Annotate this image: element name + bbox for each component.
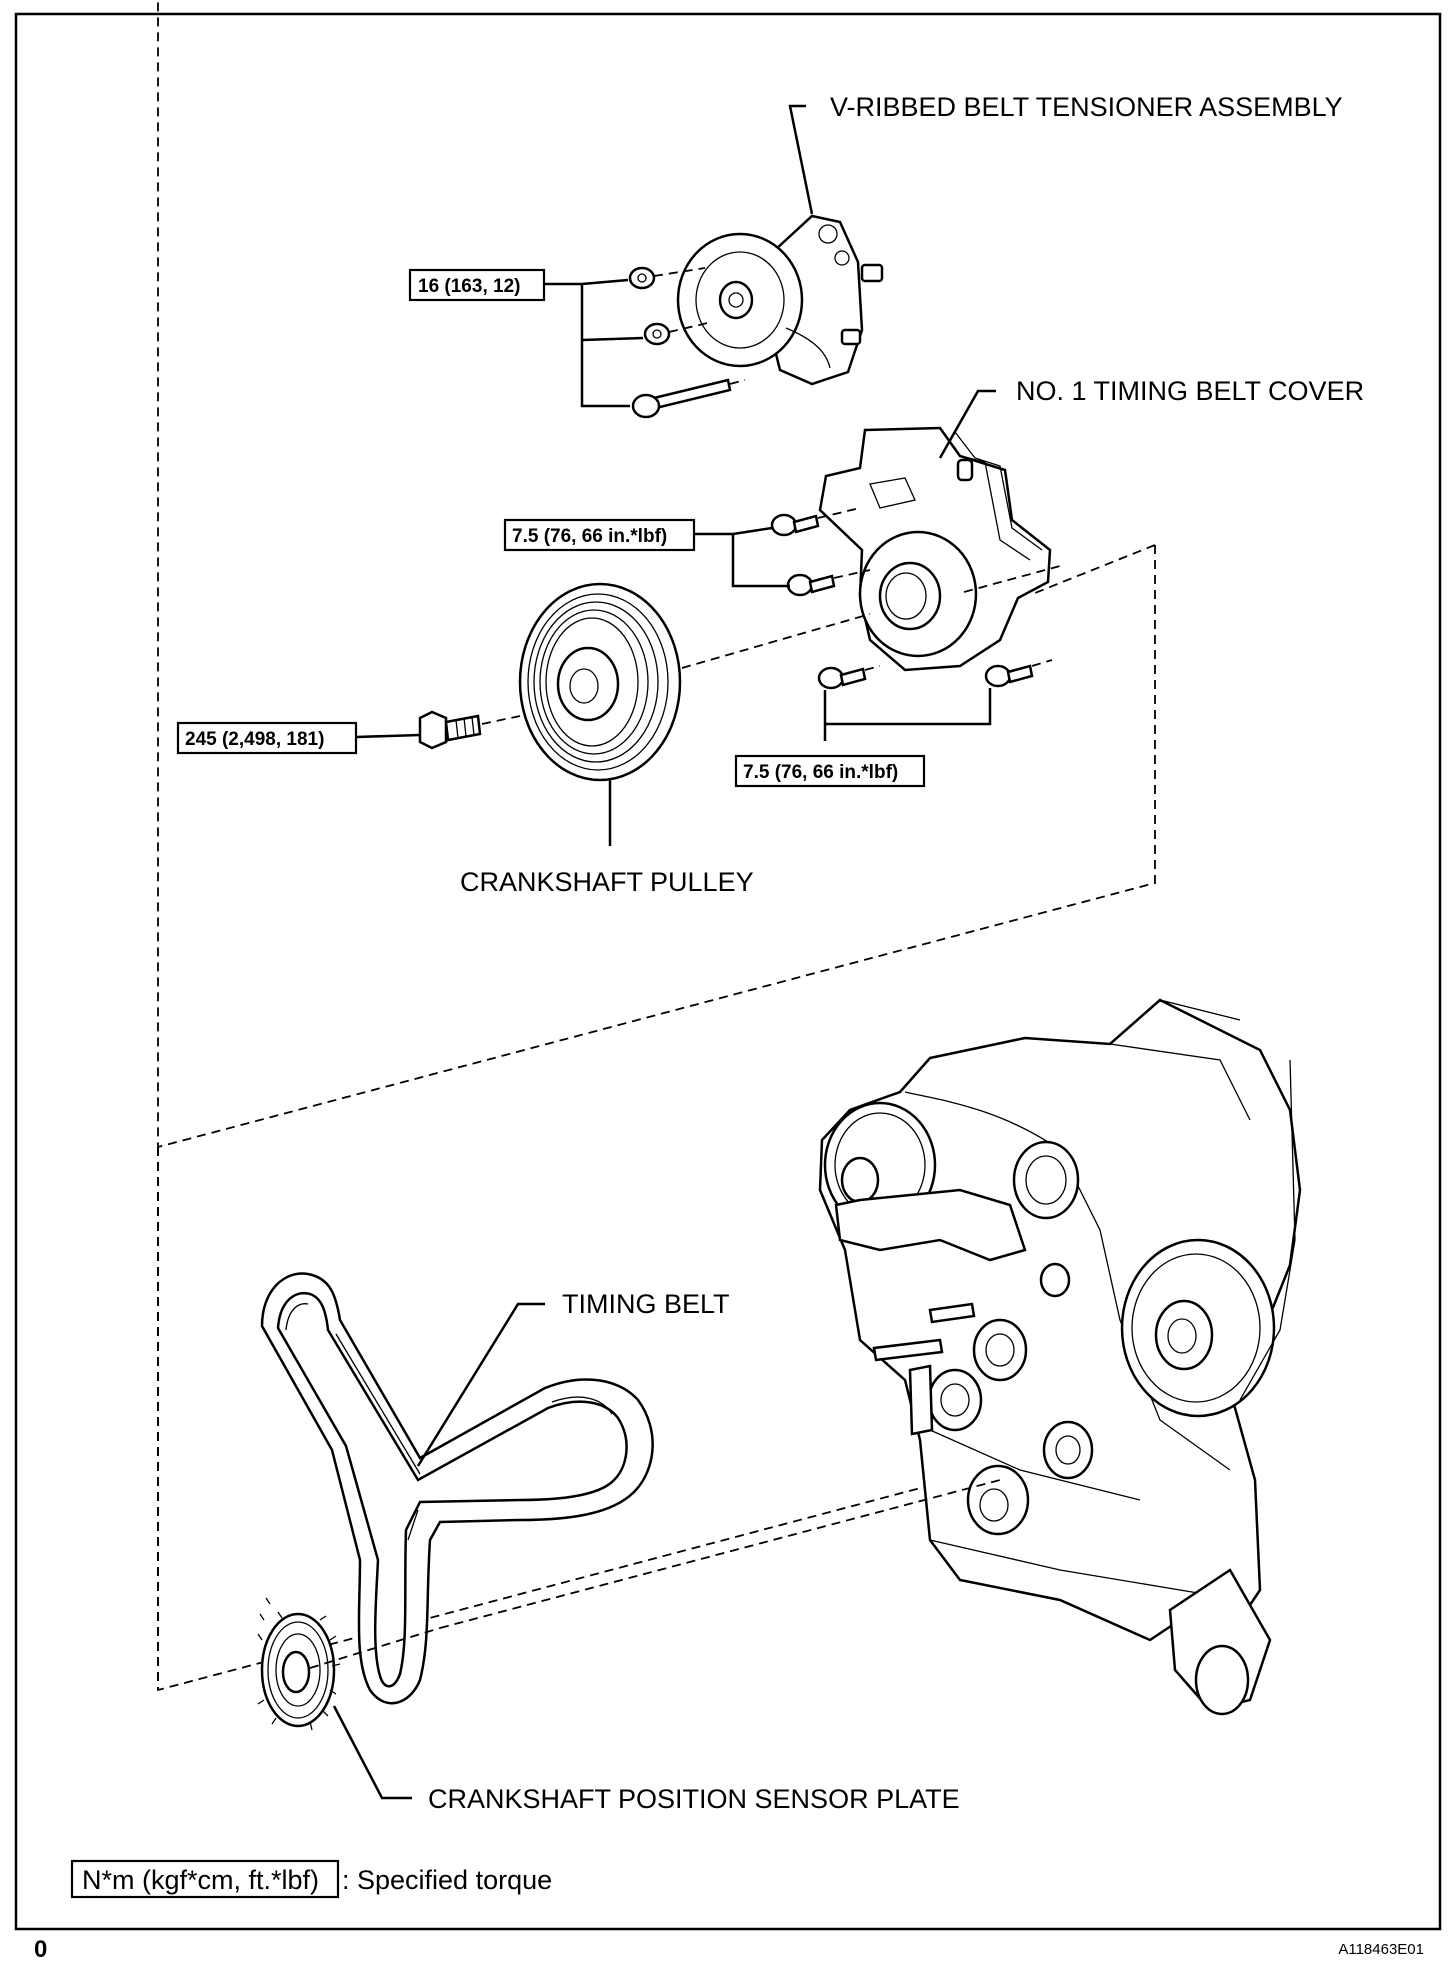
page-marker: 0 bbox=[34, 1936, 47, 1963]
crankshaft-position-sensor-plate bbox=[257, 1597, 341, 1731]
tensioner-assembly bbox=[676, 214, 884, 386]
torque-spec-tensioner: 16 (163, 12) bbox=[408, 268, 546, 302]
timing-belt-cover bbox=[818, 426, 1052, 672]
tensioner-long-bolt bbox=[631, 378, 732, 419]
svg-text:16 (163, 12): 16 (163, 12) bbox=[418, 276, 520, 297]
leader-cover-upper-torque bbox=[694, 526, 790, 588]
svg-text:7.5 (76, 66 in.*lbf): 7.5 (76, 66 in.*lbf) bbox=[743, 762, 898, 783]
label-timing-belt-cover: NO. 1 TIMING BELT COVER bbox=[1016, 376, 1364, 406]
crankshaft-pulley-bolt bbox=[418, 710, 482, 750]
assembly-dashed-top bbox=[1029, 544, 1156, 596]
leader-sensor-plate bbox=[332, 1705, 412, 1800]
tensioner-alignment-lines bbox=[653, 267, 746, 385]
crank-axis-lower bbox=[309, 1479, 1001, 1669]
crank-centerline bbox=[481, 565, 1061, 725]
cover-bolt-lower-1 bbox=[817, 666, 867, 690]
leader-tensioner bbox=[788, 104, 814, 215]
tensioner-nut-upper bbox=[628, 266, 656, 290]
leader-cover-lower-torque bbox=[823, 688, 992, 741]
label-sensor-plate: CRANKSHAFT POSITION SENSOR PLATE bbox=[428, 1784, 960, 1814]
crankshaft-pulley bbox=[518, 582, 682, 782]
legend-unit-text: N*m (kgf*cm, ft.*lbf) bbox=[82, 1865, 319, 1895]
torque-spec-pulley-bolt: 245 (2,498, 181) bbox=[176, 721, 358, 755]
tensioner-nut-middle bbox=[643, 322, 671, 346]
torque-legend: N*m (kgf*cm, ft.*lbf) : Specified torque bbox=[70, 1859, 552, 1899]
label-tensioner-assembly: V-RIBBED BELT TENSIONER ASSEMBLY bbox=[830, 92, 1343, 122]
label-timing-belt: TIMING BELT bbox=[562, 1289, 730, 1319]
figure-id: A118463E01 bbox=[1338, 1941, 1424, 1958]
cover-bolt-upper-1 bbox=[770, 513, 820, 537]
leader-timing-belt bbox=[416, 1302, 545, 1467]
leader-timing-cover bbox=[938, 389, 996, 459]
timing-belt bbox=[260, 1272, 654, 1705]
legend-unit-box bbox=[70, 1859, 340, 1899]
leader-pulley-bolt-torque bbox=[355, 733, 421, 739]
torque-spec-cover-upper: 7.5 (76, 66 in.*lbf) bbox=[503, 518, 696, 552]
engine-front-view bbox=[818, 998, 1302, 1716]
torque-spec-cover-lower: 7.5 (76, 66 in.*lbf) bbox=[734, 754, 926, 788]
leader-tensioner-torque bbox=[544, 278, 644, 408]
cover-bolt-alignment-lines bbox=[817, 507, 1053, 671]
cover-bolt-lower-2 bbox=[984, 664, 1034, 688]
page-border bbox=[14, 12, 1442, 1931]
svg-text:245 (2,498, 181): 245 (2,498, 181) bbox=[185, 729, 324, 750]
legend-description: : Specified torque bbox=[342, 1865, 552, 1895]
label-crankshaft-pulley: CRANKSHAFT PULLEY bbox=[460, 867, 754, 897]
cover-bolt-upper-2 bbox=[786, 573, 836, 597]
svg-text:7.5 (76, 66 in.*lbf): 7.5 (76, 66 in.*lbf) bbox=[512, 526, 667, 547]
